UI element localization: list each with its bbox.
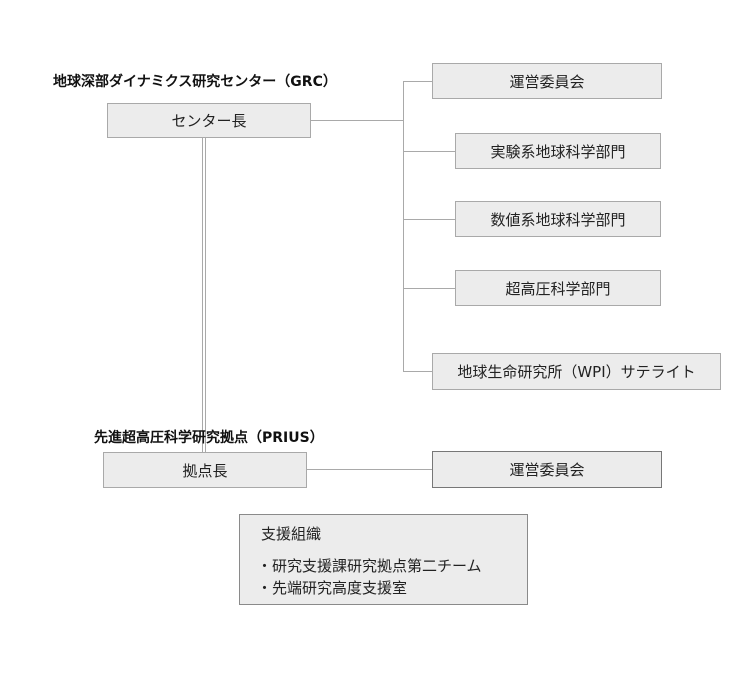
- support-organization-box: 支援組織 ・研究支援課研究拠点第二チーム ・先端研究高度支援室: [239, 514, 528, 605]
- elsi-satellite-box: 地球生命研究所（WPI）サテライト: [432, 353, 721, 390]
- prius-title: 先進超高圧科学研究拠点（PRIUS）: [94, 430, 324, 446]
- support-item: ・先端研究高度支援室: [257, 579, 408, 597]
- prius-steering-committee-box: 運営委員会: [432, 451, 662, 488]
- experimental-geoscience-division-box: 実験系地球科学部門: [455, 133, 661, 169]
- grc-director-box: センター長: [107, 103, 311, 138]
- grc-steering-committee-box: 運営委員会: [432, 63, 662, 99]
- computational-geoscience-division-box: 数値系地球科学部門: [455, 201, 661, 237]
- prius-director-box: 拠点長: [103, 452, 307, 488]
- ultrahigh-pressure-division-box: 超高圧科学部門: [455, 270, 661, 306]
- grc-title: 地球深部ダイナミクス研究センター（GRC）: [53, 74, 337, 90]
- support-title: 支援組織: [261, 525, 322, 543]
- support-item: ・研究支援課研究拠点第二チーム: [257, 557, 482, 575]
